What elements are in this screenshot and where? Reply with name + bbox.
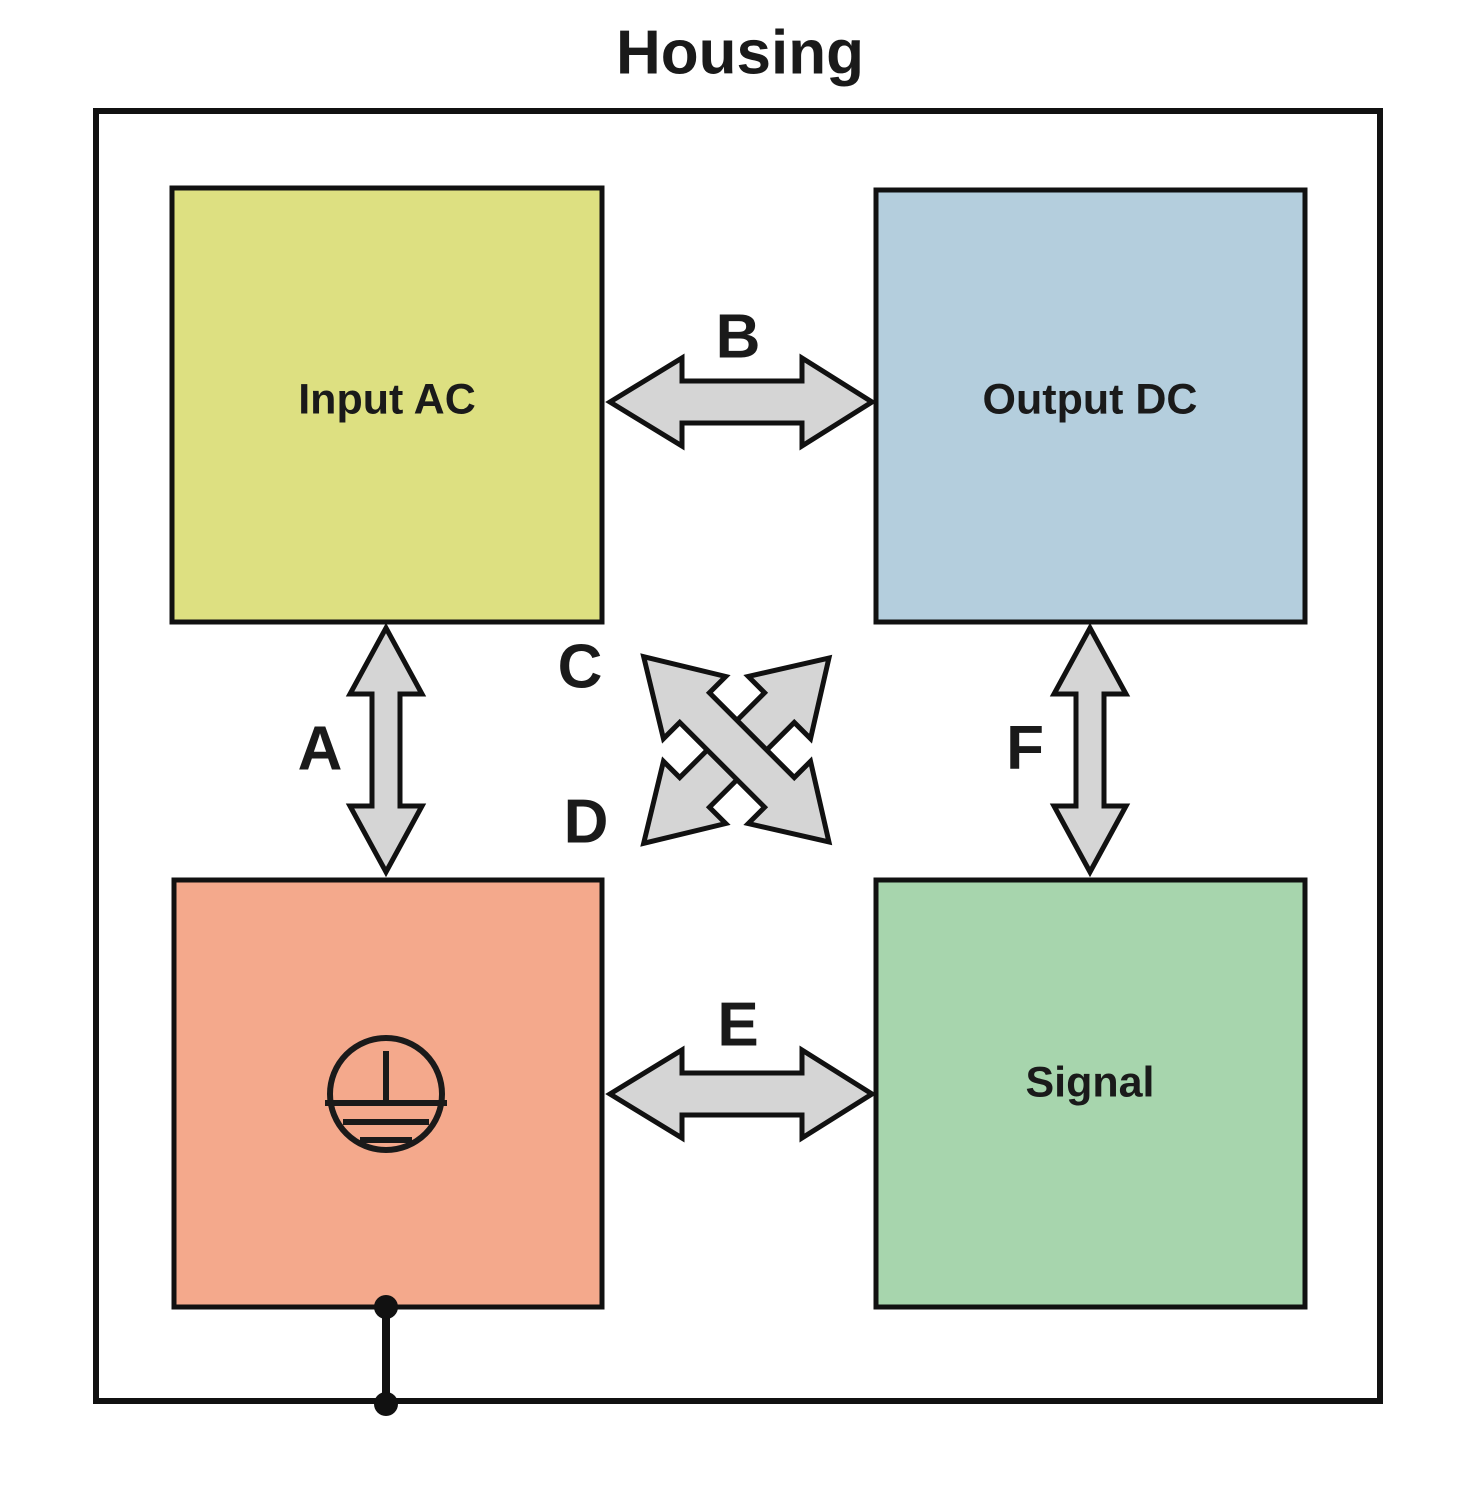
block-protective-earth[interactable] [171,877,605,1310]
coupling-arrow-c[interactable] [613,626,860,873]
earth-wire-node-top [374,1295,398,1319]
block-input-ac-label: Input AC [298,375,476,423]
earth-wire-node-bottom [374,1392,398,1416]
block-input-ac[interactable]: Input AC [169,185,605,625]
coupling-arrow-b-shape [605,353,877,451]
coupling-label-d: D [564,787,609,856]
block-output-dc[interactable]: Output DC [873,187,1308,625]
coupling-label-b: B [716,302,761,371]
coupling-arrow-e[interactable] [605,1045,877,1143]
coupling-arrow-a-shape [345,622,427,878]
block-output-dc-label: Output DC [983,375,1198,423]
coupling-label-a: A [298,714,343,783]
page-title: Housing [616,18,864,87]
coupling-label-c: C [558,632,603,701]
block-signal-rect [873,877,1308,1310]
block-output-dc-rect [873,187,1308,625]
earth-wire [374,1295,398,1416]
coupling-arrow-a[interactable] [345,622,427,878]
coupling-arrow-c-shape [640,653,833,846]
coupling-arrow-f-shape [1049,622,1131,878]
block-input-ac-rect [169,185,605,625]
coupling-arrow-b[interactable] [605,353,877,451]
coupling-arrow-f[interactable] [1049,622,1131,878]
coupling-label-f: F [1006,713,1044,782]
coupling-arrow-e-shape [605,1045,877,1143]
housing-enclosure [93,108,1383,1404]
coupling-label-e: E [717,990,758,1059]
protective-earth-ground-icon [325,1035,447,1153]
block-signal[interactable]: Signal [873,877,1308,1310]
block-signal-label: Signal [1025,1058,1154,1106]
